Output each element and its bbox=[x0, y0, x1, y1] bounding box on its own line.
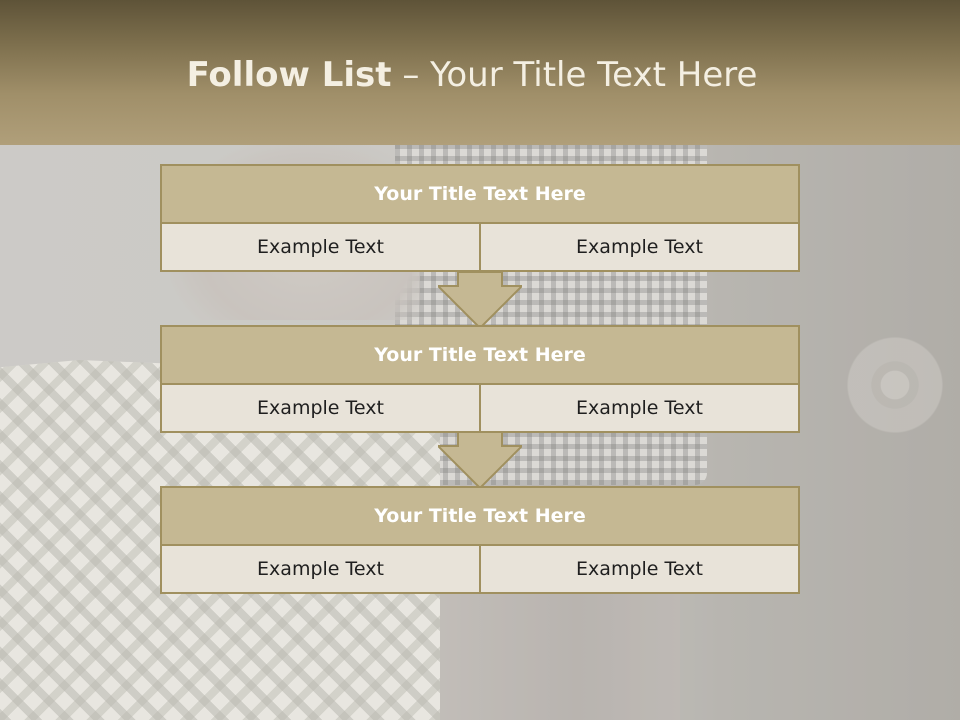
list-block-row: Example Text Example Text bbox=[162, 546, 798, 592]
slide-title: Follow List – Your Title Text Here bbox=[0, 52, 944, 98]
photo-flower bbox=[840, 330, 950, 440]
list-cell-right: Example Text bbox=[479, 385, 798, 431]
header-band: Follow List – Your Title Text Here bbox=[0, 0, 960, 145]
list-cell-right: Example Text bbox=[479, 546, 798, 592]
slide-title-rest: – Your Title Text Here bbox=[391, 55, 758, 95]
list-block-row: Example Text Example Text bbox=[162, 224, 798, 270]
down-arrow-icon bbox=[438, 432, 522, 488]
list-block-1: Your Title Text Here Example Text Exampl… bbox=[160, 164, 800, 272]
list-block-title: Your Title Text Here bbox=[162, 327, 798, 385]
list-block-title: Your Title Text Here bbox=[162, 166, 798, 224]
list-cell-left: Example Text bbox=[257, 558, 384, 580]
list-block-row: Example Text Example Text bbox=[162, 385, 798, 431]
list-block-3: Your Title Text Here Example Text Exampl… bbox=[160, 486, 800, 594]
slide-title-bold: Follow List bbox=[186, 55, 392, 95]
down-arrow-icon bbox=[438, 272, 522, 328]
list-cell-right: Example Text bbox=[479, 224, 798, 270]
list-block-2: Your Title Text Here Example Text Exampl… bbox=[160, 325, 800, 433]
list-cell-left: Example Text bbox=[257, 236, 384, 258]
list-block-title: Your Title Text Here bbox=[162, 488, 798, 546]
list-cell-left: Example Text bbox=[257, 397, 384, 419]
